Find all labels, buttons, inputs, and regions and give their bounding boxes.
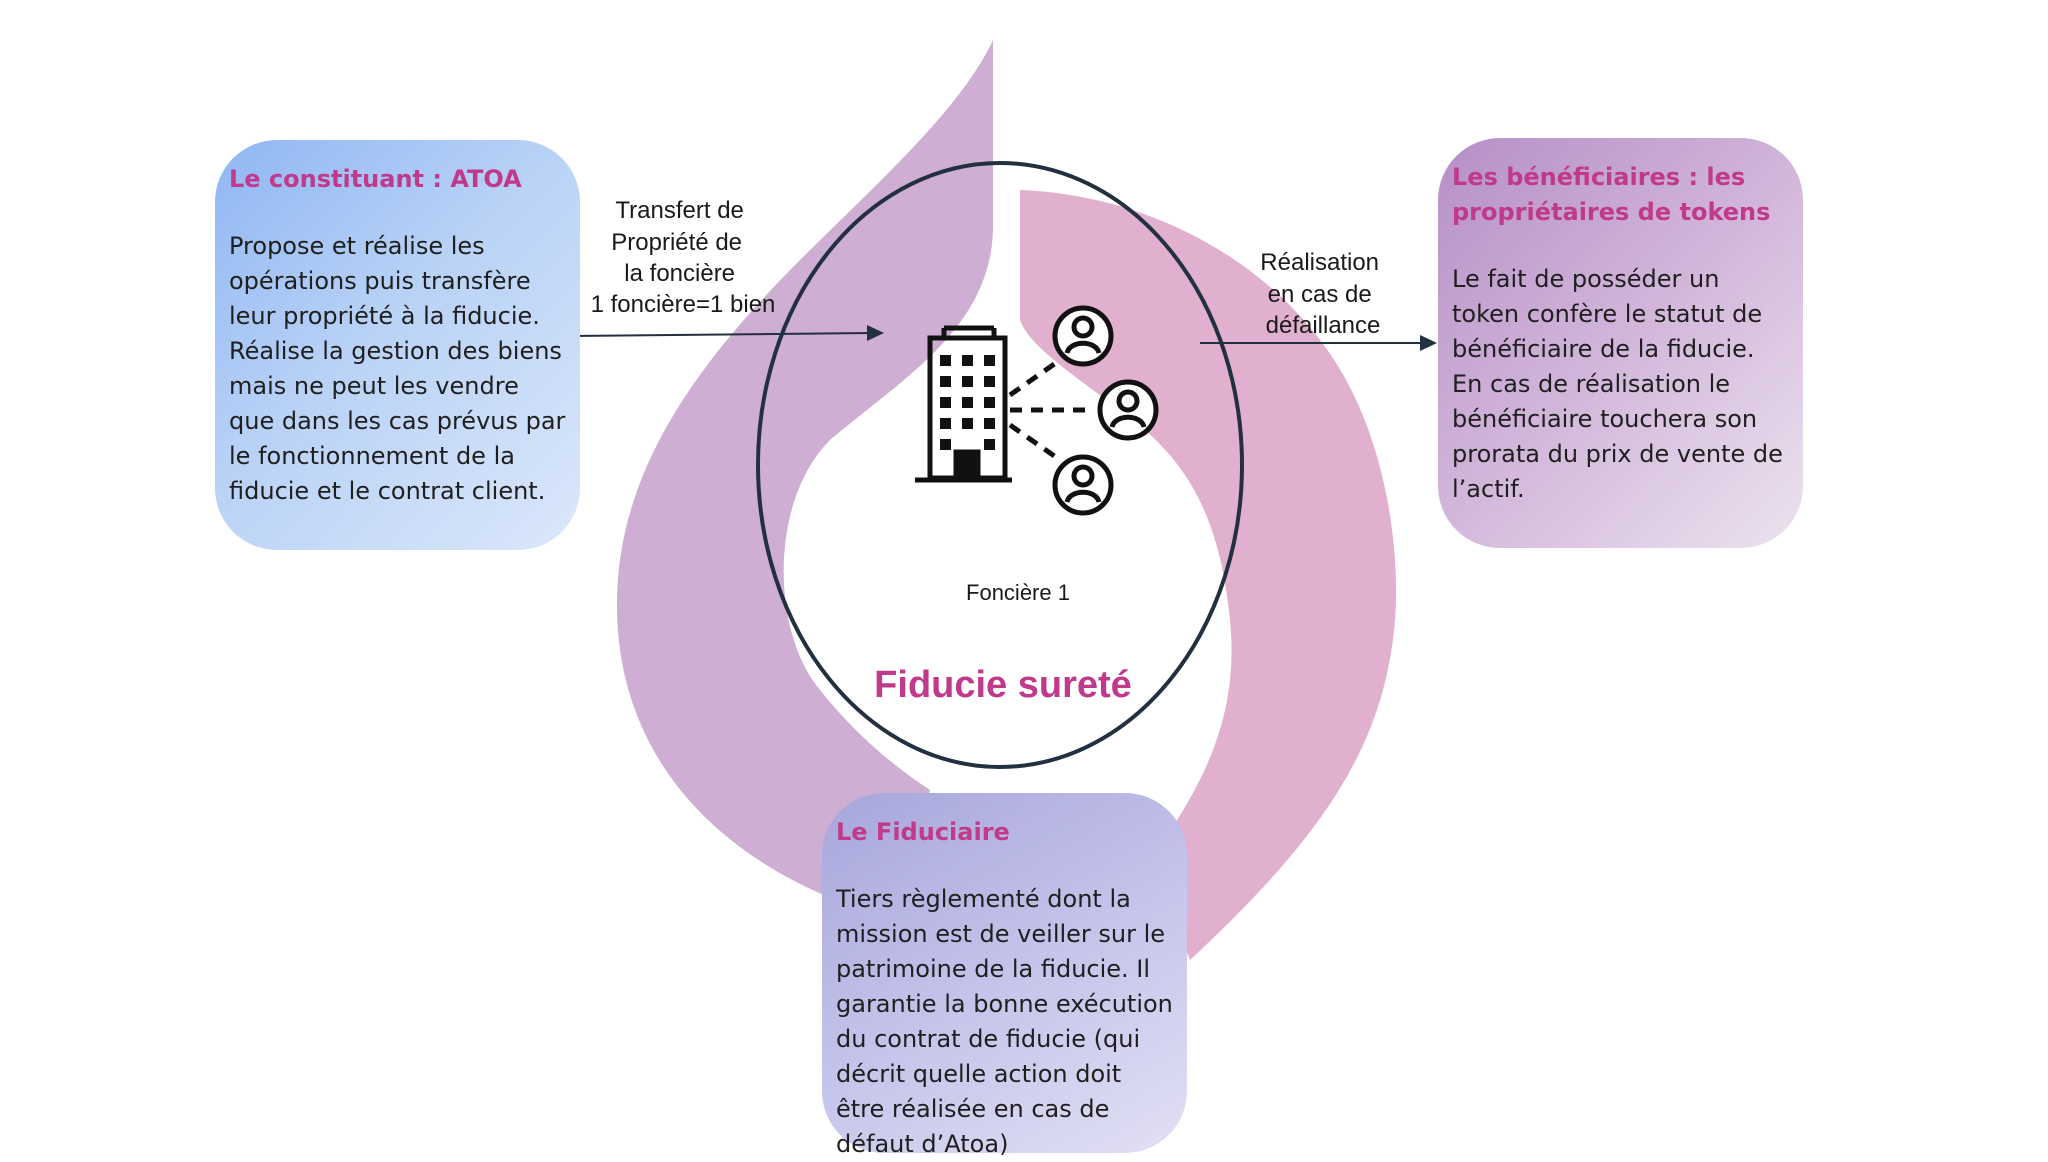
fiduciaire-card: Le Fiduciaire Tiers règlementé dont la m… [822,793,1187,1158]
left-drop-shape [616,40,993,920]
fiduciaire-body: Tiers règlementé dont la mission est de … [836,885,1173,1158]
realisation-arrowhead [1420,335,1437,351]
building-icon [915,325,1012,483]
user-icon [1097,379,1159,441]
constituant-card: Le constituant : ATOA Propose et réalise… [215,140,580,550]
transfer-arrowhead [867,325,884,341]
constituant-title: Le constituant : ATOA [229,165,522,193]
realisation-label: Réalisation en cas de défaillance [1260,249,1385,339]
fonciere-label: Foncière 1 [966,580,1070,605]
constituant-body: Propose et réalise les opérations puis t… [229,232,566,505]
beneficiaires-card: Les bénéficiaires : les propriétaires de… [1438,138,1803,548]
user-icon [1052,305,1114,367]
beneficiaires-title: Les bénéficiaires : les propriétaires de… [1452,163,1771,226]
right-drop-shape [1020,190,1397,960]
user-icon [1052,454,1114,516]
center-title: Fiducie sureté [874,664,1132,706]
fiduciaire-title: Le Fiduciaire [836,818,1010,846]
building-windows [940,355,995,450]
transfer-label: Transfert de Propriété de la foncière 1 … [591,197,776,318]
dashed-connectors [1008,357,1092,463]
beneficiaires-body: Le fait de posséder un token confère le … [1452,265,1783,503]
transfer-arrow [569,332,871,337]
fiducie-ellipse [756,161,1244,769]
